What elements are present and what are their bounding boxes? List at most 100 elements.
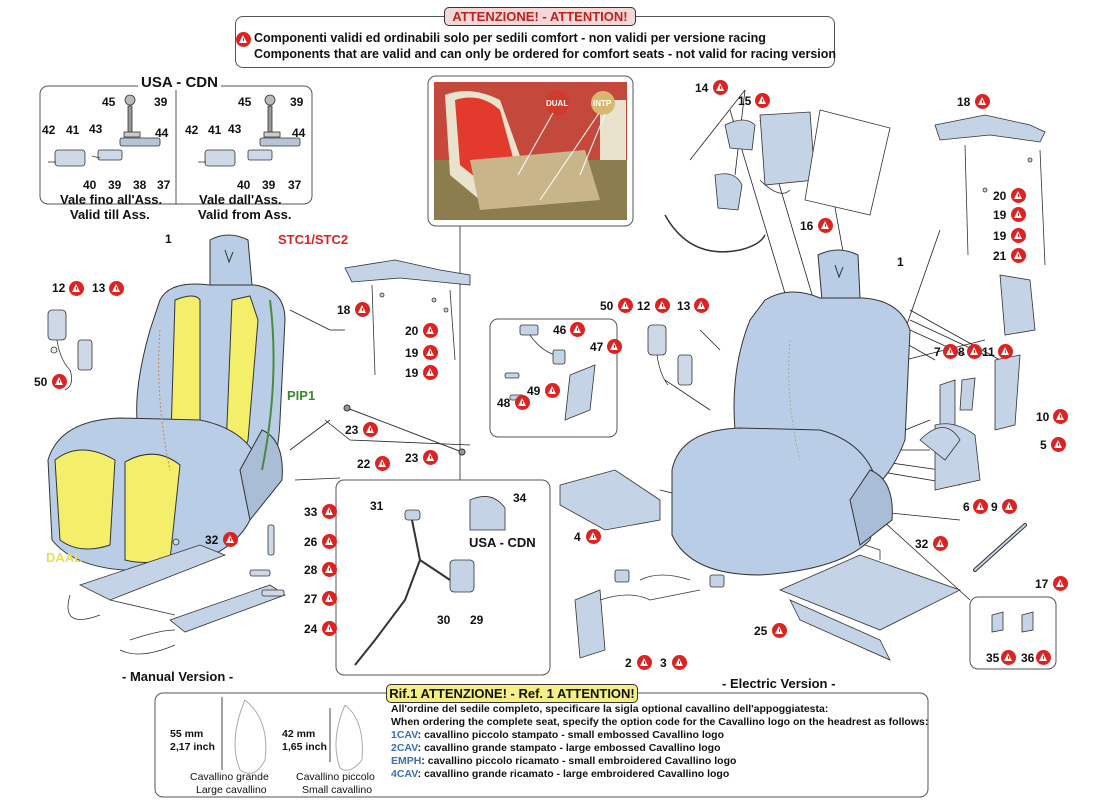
callout-39: 39 <box>154 95 168 109</box>
electric-version-label: - Electric Version - <box>722 676 836 691</box>
callout-23: 23 <box>345 423 359 437</box>
callout-19: 19 <box>405 346 419 360</box>
warning-icon <box>975 94 990 109</box>
warning-icon <box>1011 188 1026 203</box>
callout-22: 22 <box>357 457 371 471</box>
callout-12: 12 <box>52 281 66 295</box>
callout-15: 15 <box>738 94 752 108</box>
warning-icon <box>998 344 1013 359</box>
warning-icon <box>1001 650 1016 665</box>
callout-46: 46 <box>553 323 567 337</box>
usa-right-caption-it: Vale dall'Ass. <box>199 192 282 207</box>
warning-icon <box>322 562 337 577</box>
warning-icon <box>515 395 530 410</box>
callout-47: 47 <box>590 340 604 354</box>
callout-13: 13 <box>92 281 106 295</box>
warning-icon <box>570 322 585 337</box>
warning-icon <box>322 534 337 549</box>
note-item: 4CAV: cavallino grande ricamato - large … <box>391 768 928 781</box>
callout-2: 2 <box>625 656 632 670</box>
callout-11: 11 <box>982 345 995 359</box>
daal-label: DAAL <box>46 550 83 565</box>
callout-6: 6 <box>963 500 970 514</box>
warning-icon <box>363 422 378 437</box>
callout-43: 43 <box>89 122 103 136</box>
warning-icon <box>655 298 670 313</box>
warning-icon <box>607 339 622 354</box>
usa-left-caption-en: Valid till Ass. <box>70 207 150 222</box>
large-cavallino-caption-it: Cavallino grande <box>190 771 269 783</box>
attention-title: ATTENZIONE! - ATTENTION! <box>444 7 636 26</box>
callout-4: 4 <box>574 530 581 544</box>
callout-34: 34 <box>513 491 527 505</box>
warning-icon <box>672 655 687 670</box>
warning-icon <box>973 499 988 514</box>
callout-28: 28 <box>304 563 318 577</box>
warning-icon <box>1011 207 1026 222</box>
callout-36: 36 <box>1021 651 1035 665</box>
callout-3: 3 <box>660 656 667 670</box>
warning-icon <box>69 281 84 296</box>
callout-8: 8 <box>958 345 965 359</box>
callout-50: 50 <box>600 299 614 313</box>
callout-20: 20 <box>405 324 419 338</box>
callout-49: 49 <box>527 384 541 398</box>
warning-icon <box>545 383 560 398</box>
callout-26: 26 <box>304 535 318 549</box>
option-text: : cavallino piccolo ricamato - small emb… <box>421 755 737 767</box>
callout-5: 5 <box>1040 438 1047 452</box>
callout-12: 12 <box>637 299 651 313</box>
callout-29: 29 <box>470 613 484 627</box>
warning-icon <box>586 529 601 544</box>
callout-38: 38 <box>133 178 147 192</box>
large-cavallino-mm: 55 mm <box>170 728 204 740</box>
pip-label: PIP1 <box>287 388 316 403</box>
callout-1: 1 <box>165 232 172 246</box>
warning-icon <box>52 374 67 389</box>
warning-icon <box>1036 650 1051 665</box>
option-code: EMPH <box>391 755 422 767</box>
warning-icon <box>109 281 124 296</box>
note-item: 2CAV: cavallino grande stampato - large … <box>391 742 928 755</box>
callout-19: 19 <box>993 229 1007 243</box>
warning-icon <box>423 323 438 338</box>
note-text: All'ordine del sedile completo, specific… <box>391 703 928 781</box>
callout-37: 37 <box>288 178 302 192</box>
callout-27: 27 <box>304 592 318 606</box>
callout-41: 41 <box>208 123 222 137</box>
option-code: 4CAV <box>391 768 418 780</box>
callout-21: 21 <box>993 249 1007 263</box>
belt-usa-cdn-label: USA - CDN <box>469 535 536 550</box>
callout-7: 7 <box>934 345 941 359</box>
note-intro-it: All'ordine del sedile completo, specific… <box>391 703 829 715</box>
callout-25: 25 <box>754 624 768 638</box>
callout-35: 35 <box>986 651 1000 665</box>
option-code: 1CAV <box>391 729 418 741</box>
callout-10: 10 <box>1036 410 1050 424</box>
option-code: 2CAV <box>391 742 418 754</box>
warning-icon <box>637 655 652 670</box>
callout-14: 14 <box>695 81 709 95</box>
warning-icon <box>713 80 728 95</box>
callout-1: 1 <box>897 255 904 269</box>
usa-right-caption-en: Valid from Ass. <box>198 207 292 222</box>
warning-icon <box>618 298 633 313</box>
warning-icon <box>322 621 337 636</box>
callout-39: 39 <box>290 95 304 109</box>
small-cavallino-caption-en: Small cavallino <box>302 784 373 796</box>
warning-icon <box>755 93 770 108</box>
note-intro-en: When ordering the complete seat, specify… <box>391 716 929 728</box>
usa-left-caption-it: Vale fino all'Ass. <box>60 192 163 207</box>
dual-label: DUAL <box>546 99 569 108</box>
callout-43: 43 <box>228 122 242 136</box>
callout-31: 31 <box>370 499 384 513</box>
callout-13: 13 <box>677 299 691 313</box>
callout-44: 44 <box>292 126 306 140</box>
warning-icon <box>355 302 370 317</box>
warning-icon <box>694 298 709 313</box>
callout-45: 45 <box>102 95 116 109</box>
warning-icon <box>943 344 958 359</box>
callout-23: 23 <box>405 451 419 465</box>
callout-32: 32 <box>205 533 219 547</box>
